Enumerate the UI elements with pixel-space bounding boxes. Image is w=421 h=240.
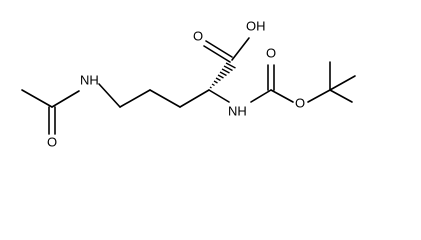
bond-chain-2 <box>149 89 181 108</box>
bond-n-ch2 <box>98 83 121 108</box>
bond-carboxyl-c-oh <box>231 37 250 61</box>
bond-tbutyl-me-3 <box>329 75 356 91</box>
bond-acetyl-c-n <box>51 90 80 108</box>
bond-acetyl-methyl <box>21 89 53 108</box>
atom-acetyl-carbonyl-o: O <box>47 134 57 149</box>
bond-n-boc-c <box>250 89 272 103</box>
bond-carboxyl-c-o-1 <box>203 45 231 63</box>
atom-boc-carbonyl-o: O <box>266 45 276 60</box>
molecule-structure: NH O O OH NH O O <box>21 18 356 149</box>
atom-carboxyl-o: O <box>193 28 203 43</box>
atom-hydroxyl: OH <box>246 18 266 33</box>
bond-o-tbutyl <box>307 89 331 103</box>
bond-chain-1 <box>119 89 151 108</box>
bond-alpha-n <box>208 89 230 103</box>
atom-alpha-nh: NH <box>228 103 247 118</box>
hashed-wedge <box>209 62 236 89</box>
bond-boc-c-o-ester <box>270 89 294 103</box>
atom-acetamide-nh: NH <box>80 72 99 87</box>
bond-tbutyl-me-1 <box>329 89 353 103</box>
bond-alpha-stereo-hashed <box>209 60 236 90</box>
atom-boc-ester-o: O <box>295 95 305 110</box>
bond-carboxyl-c-o-2 <box>205 40 233 58</box>
bond-chain-3 <box>179 89 210 108</box>
